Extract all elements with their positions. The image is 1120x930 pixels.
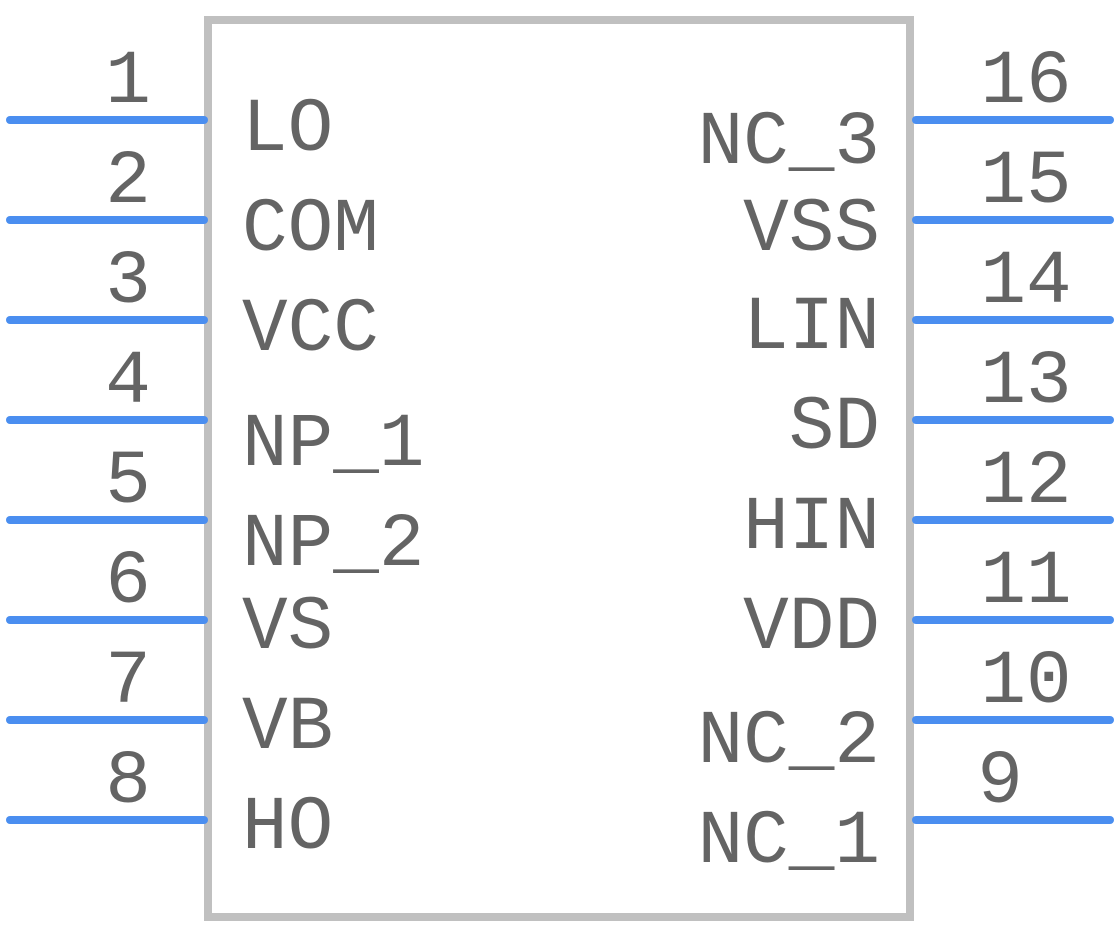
pin-name-4: NP_1	[242, 402, 424, 488]
pin-name-16: NC_3	[698, 100, 880, 186]
pin-name-13: SD	[789, 385, 880, 471]
pin-name-12: HIN	[743, 485, 880, 571]
pin-name-7: VB	[242, 685, 333, 771]
pin-name-3: VCC	[242, 287, 379, 373]
pin-name-2: COM	[242, 187, 379, 273]
pin-number-16: 16	[980, 39, 1071, 125]
pin-number-10: 10	[980, 639, 1071, 725]
pin-number-11: 11	[980, 539, 1071, 625]
pin-number-3: 3	[105, 239, 151, 325]
pin-number-14: 14	[980, 239, 1071, 325]
pin-number-5: 5	[105, 439, 151, 525]
pin-number-6: 6	[105, 539, 151, 625]
pin-number-9: 9	[977, 739, 1023, 825]
pin-number-4: 4	[105, 339, 151, 425]
pin-name-5: NP_2	[242, 502, 424, 588]
pin-name-14: LIN	[743, 285, 880, 371]
pin-number-12: 12	[980, 439, 1071, 525]
pin-name-10: NC_2	[698, 699, 880, 785]
pin-name-11: VDD	[743, 585, 880, 671]
pin-number-2: 2	[105, 139, 151, 225]
ic-body-outline	[204, 16, 914, 921]
pin-name-15: VSS	[743, 187, 880, 273]
pin-name-8: HO	[242, 785, 333, 871]
pin-number-15: 15	[980, 139, 1071, 225]
pin-number-13: 13	[980, 339, 1071, 425]
pin-number-8: 8	[105, 739, 151, 825]
pin-name-9: NC_1	[698, 799, 880, 885]
pin-name-6: VS	[242, 585, 333, 671]
pin-number-1: 1	[105, 39, 151, 125]
pin-number-7: 7	[105, 639, 151, 725]
pin-name-1: LO	[242, 87, 333, 173]
